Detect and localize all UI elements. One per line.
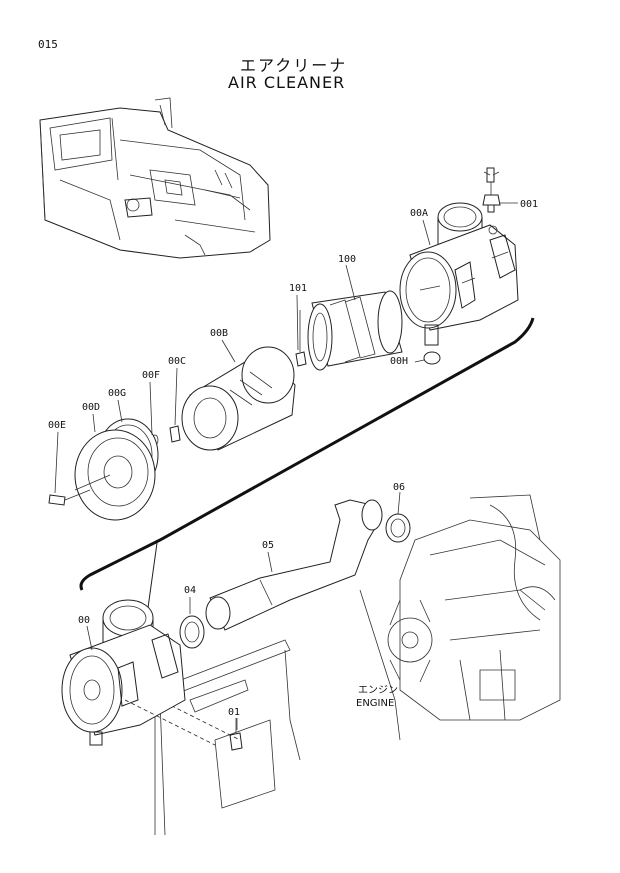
- part-01-bolt: [229, 718, 243, 751]
- label-101: 101: [289, 283, 307, 294]
- assembly-bracket-line: [79, 317, 535, 616]
- label-05: 05: [262, 540, 274, 551]
- part-001-restriction-indicator: [482, 167, 518, 213]
- title-english: AIR CLEANER: [228, 73, 346, 92]
- label-00C: 00C: [168, 356, 186, 367]
- part-00A-air-cleaner-housing: [399, 202, 519, 346]
- label-001: 001: [520, 199, 538, 210]
- label-00G: 00G: [108, 388, 126, 399]
- label-00: 00: [78, 615, 90, 626]
- page-number: 015: [38, 38, 58, 51]
- part-05-intake-hose: [205, 499, 383, 631]
- part-100-safety-element: [307, 290, 403, 371]
- part-00E-bolt: [48, 489, 91, 506]
- label-04: 04: [184, 585, 196, 596]
- label-01: 01: [228, 707, 240, 718]
- part-00C-screw: [169, 425, 181, 443]
- part-06-clamp: [385, 513, 411, 543]
- part-00-air-cleaner-assembly: [61, 599, 216, 746]
- engine-label-japanese: エンジン: [358, 685, 398, 696]
- engine-label-english: ENGINE: [356, 698, 394, 709]
- label-00E: 00E: [48, 420, 66, 431]
- label-100: 100: [338, 254, 356, 265]
- part-00H-evacuator-valve: [414, 351, 441, 365]
- part-labels: 001 00A 100 101 00B 00C 00F 00G 00D 00E …: [48, 199, 538, 718]
- part-04-clamp: [179, 615, 205, 649]
- label-06: 06: [393, 482, 405, 493]
- label-00H: 00H: [390, 356, 408, 367]
- label-00A: 00A: [410, 208, 428, 219]
- title-japanese: エアクリーナ: [240, 56, 348, 75]
- label-00B: 00B: [210, 328, 228, 339]
- part-00B-primary-element: [181, 346, 296, 451]
- excavator-overview-illustration: [39, 97, 271, 259]
- part-00D-cover: [74, 429, 156, 521]
- part-101-wing-nut: [295, 310, 307, 367]
- engine-illustration: [359, 494, 561, 741]
- leader-lines: [54, 219, 431, 730]
- label-00F: 00F: [142, 370, 160, 381]
- label-00D: 00D: [82, 402, 100, 413]
